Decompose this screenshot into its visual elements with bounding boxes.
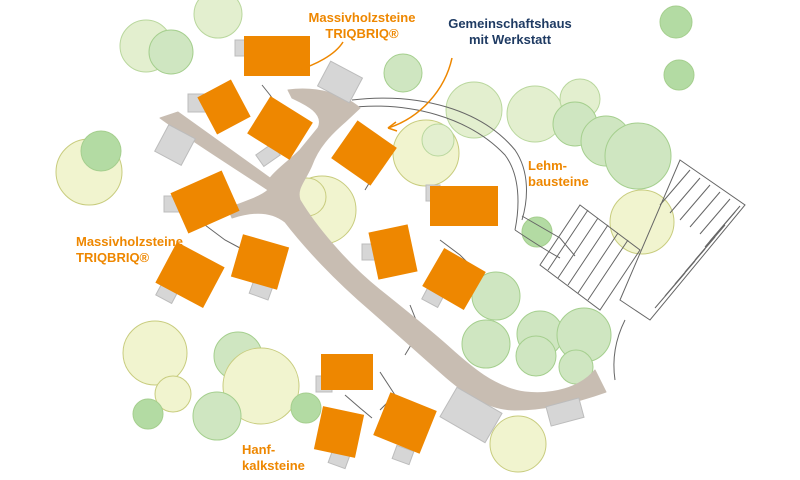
label-left-material: Massivholzsteine TRIQBRIQ® [76,234,186,266]
house [373,392,437,454]
label-community: Gemeinschaftshaus mit Werkstatt [440,16,580,48]
houses [155,36,498,458]
arrow-community [387,57,453,129]
annex-buildings [154,39,585,470]
house [197,79,251,135]
label-hemp-line2: kalksteine [242,458,305,473]
annotation-arrows [297,41,453,132]
house [170,170,240,234]
house [368,224,418,280]
label-left-material-line1: Massivholzsteine [76,234,183,249]
label-left-material-line2: TRIQBRIQ® [76,250,150,265]
label-clay: Lehm- bausteine [528,158,598,190]
label-top-material-line2: TRIQBRIQ® [325,26,399,41]
house [321,354,373,390]
label-clay-line2: bausteine [528,174,589,189]
label-community-line2: mit Werkstatt [468,32,552,47]
house [313,406,365,458]
house [230,234,290,290]
arrow-top-material [297,41,344,71]
house [422,247,486,311]
label-community-line1: Gemeinschaftshaus [448,16,572,31]
label-hemp: Hanf- kalksteine [242,442,322,474]
house [247,96,313,160]
parking-rows-left [539,204,641,311]
label-top-material-line1: Massivholzsteine [308,10,416,25]
label-clay-line1: Lehm- [528,158,567,173]
label-hemp-line1: Hanf- [242,442,276,457]
community-house [430,186,498,226]
house [155,242,225,308]
parking-rows-upper [619,159,746,321]
trees-background [55,0,695,473]
house [331,120,397,186]
label-top-material: Massivholzsteine TRIQBRIQ® [307,10,417,42]
